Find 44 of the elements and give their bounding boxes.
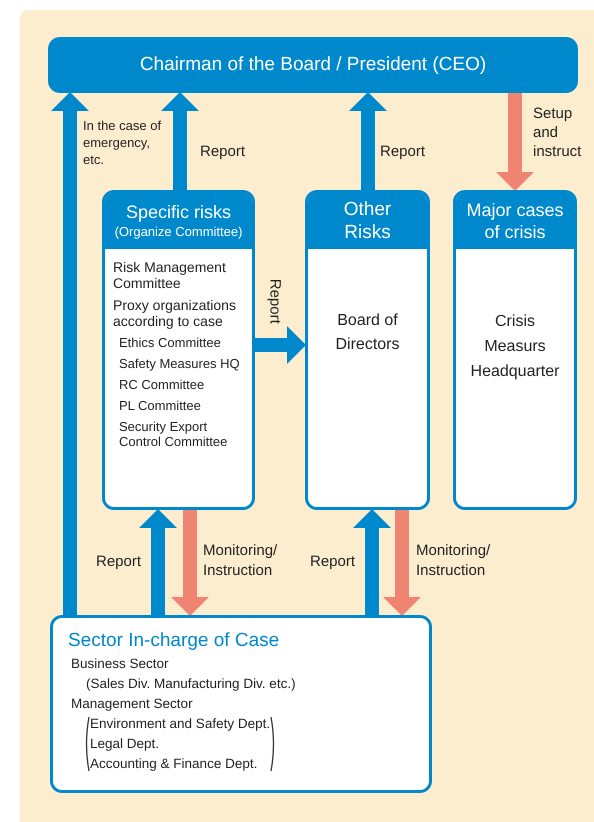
arrow (255, 326, 306, 364)
sector-box (50, 615, 432, 793)
sector-text: (Sales Div. Manufacturing Div. etc.) (85, 675, 297, 693)
sector-text: Business Sector (71, 655, 170, 673)
arrow (171, 510, 209, 616)
edge-label: Setup and instruct (533, 104, 582, 161)
edge-label: Report (200, 142, 246, 162)
arrow (496, 93, 534, 191)
department-text: Accounting & Finance Dept. (90, 755, 258, 773)
column-heading: Specific risks (126, 202, 232, 223)
department-text: Legal Dept. (90, 735, 160, 753)
arrow (139, 509, 177, 615)
arrow (349, 92, 387, 190)
arrow (51, 92, 89, 615)
arrow (383, 510, 421, 616)
committee-text: Proxy organizations according to case (113, 297, 237, 329)
arrow (353, 509, 391, 615)
edge-label: Report (265, 278, 284, 326)
arrow (161, 92, 199, 190)
sub-committee-text: Ethics Committee (118, 335, 222, 350)
risk-column-box (305, 190, 430, 510)
body-text: Crisis Measurs Headquarter (470, 312, 560, 382)
risk-column-box (102, 190, 255, 510)
risk-column-box (453, 190, 577, 510)
sub-committee-text: RC Committee (118, 377, 206, 392)
sector-heading: Sector In-charge of Case (68, 629, 280, 653)
edge-label: Report (380, 142, 426, 162)
column-heading: Major cases of crisis (465, 199, 565, 243)
column-heading: Other Risks (342, 198, 392, 244)
department-text: Environment and Safety Dept. (90, 715, 270, 733)
edge-label: In the case of emergency, etc. (83, 117, 162, 168)
sector-text: Management Sector (71, 695, 194, 713)
edge-label: Monitoring/ Instruction (416, 541, 492, 581)
sub-committee-text: PL Committee (118, 398, 202, 413)
body-text: Board of Directors (334, 311, 400, 355)
box-title: Chairman of the Board / President (CEO) (140, 52, 486, 77)
title-bar (48, 37, 578, 93)
column-subheading: (Organize Committee) (114, 223, 242, 240)
edge-label: Monitoring/ Instruction (203, 541, 278, 581)
sub-committee-text: Safety Measures HQ (118, 356, 241, 371)
committee-text: Risk Management Committee (113, 259, 227, 291)
edge-label: Report (310, 552, 356, 572)
edge-label: Report (96, 552, 142, 572)
sub-committee-text: Security Export Control Committee (118, 419, 228, 449)
